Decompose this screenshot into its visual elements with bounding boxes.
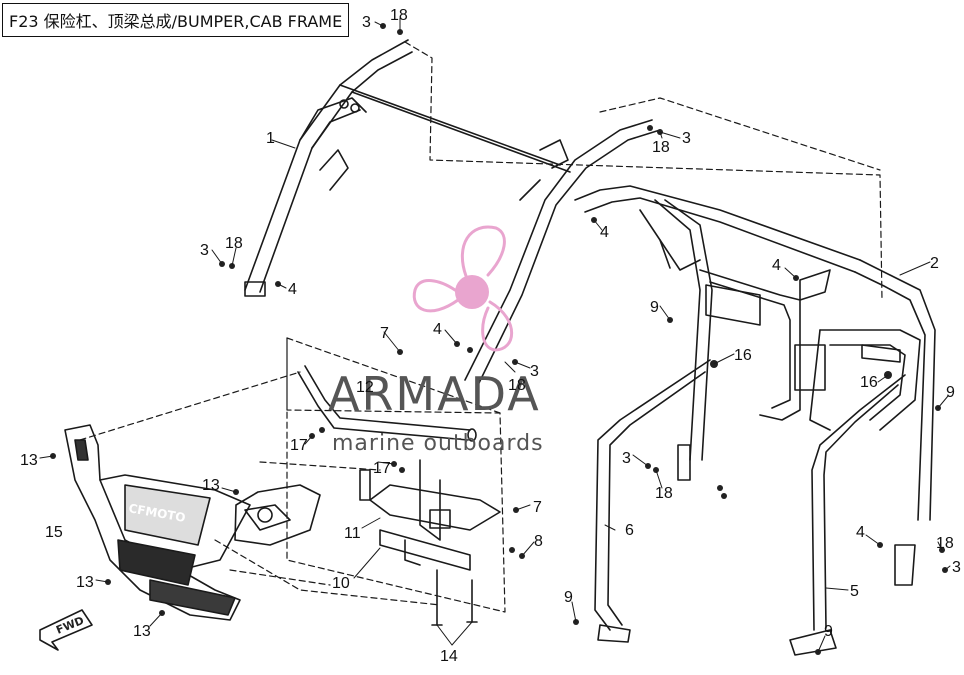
callout-16: 16 [734,347,752,364]
callout-4: 4 [856,524,865,541]
callout-12: 12 [356,379,374,396]
a-pillar-part-5 [789,374,916,656]
front-grille-part-15 [64,424,321,621]
callout-18: 18 [652,139,670,156]
callout-10: 10 [332,575,350,592]
watermark-brand-name: ARMADA [328,367,541,421]
callout-14: 14 [440,648,458,665]
callout-18: 18 [508,377,526,394]
callout-3: 3 [682,130,691,147]
callout-18: 18 [390,7,408,24]
callout-leader-lines [39,17,951,653]
callout-9: 9 [650,299,659,316]
callout-4: 4 [433,321,442,338]
rear-cab-frame-part-1 [244,39,571,297]
callout-4: 4 [772,257,781,274]
callout-4: 4 [288,281,297,298]
diagram-title: F23 保险杠、顶梁总成/BUMPER,CAB FRAME [2,3,350,37]
forward-arrow-icon [39,609,93,651]
callout-4: 4 [600,224,609,241]
callout-18: 18 [225,235,243,252]
callout-13: 13 [20,452,38,469]
callout-11: 11 [344,525,361,542]
callout-13: 13 [133,623,151,640]
callout-1: 1 [266,130,275,147]
watermark-tagline: marine outboards [332,431,544,456]
callout-7: 7 [533,499,542,516]
callout-3: 3 [362,14,371,31]
callout-16: 16 [860,374,878,391]
callout-3: 3 [622,450,631,467]
callout-2: 2 [930,255,939,272]
bumper-bracket-part-11 [359,459,501,571]
callout-9: 9 [824,623,833,640]
callout-3: 3 [200,242,209,259]
callout-8: 8 [534,533,543,550]
callout-17: 17 [373,460,391,477]
callout-3: 3 [952,559,961,576]
callout-6: 6 [625,522,634,539]
watermark-logo-icon [412,225,514,352]
callout-18: 18 [936,535,954,552]
callout-5: 5 [850,583,859,600]
callout-17: 17 [290,437,308,454]
dashed-reference-lines [79,41,883,613]
callout-9: 9 [564,589,573,606]
callout-18: 18 [655,485,673,502]
callout-15: 15 [45,524,63,541]
callout-3: 3 [530,363,539,380]
part-callouts: 3 18 1 3 18 4 4 18 3 4 2 9 16 7 4 18 3 1… [20,7,961,665]
a-pillar-part-6 [594,359,711,643]
main-roll-cage-part-2 [464,119,936,521]
callout-9: 9 [946,384,955,401]
callout-13: 13 [76,574,94,591]
callout-13: 13 [202,477,220,494]
bumper-tube-part-12 [297,365,477,442]
callout-7: 7 [380,325,389,342]
bolts-part-14 [431,569,478,626]
